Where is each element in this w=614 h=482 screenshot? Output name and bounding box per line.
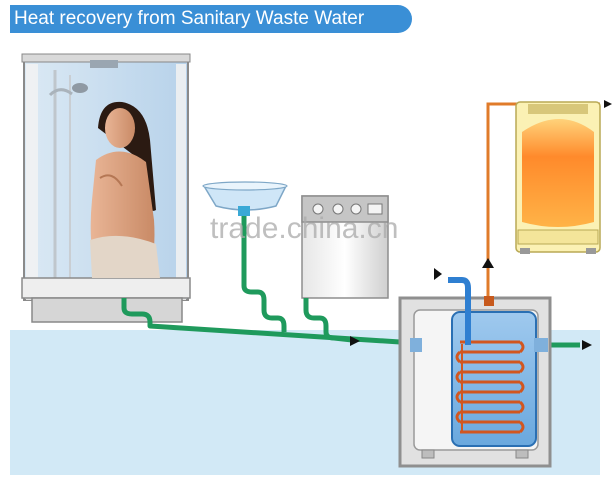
sink-icon bbox=[202, 181, 288, 216]
dishwasher-icon bbox=[301, 195, 389, 299]
page-title: Heat recovery from Sanitary Waste Water bbox=[14, 8, 365, 29]
title-banner bbox=[10, 5, 412, 33]
flow-arrow-icon bbox=[350, 100, 612, 350]
water-heater-icon bbox=[515, 101, 601, 254]
heat-exchanger-tank-icon bbox=[398, 296, 552, 468]
shower-cabin-icon bbox=[21, 53, 191, 323]
woman-showering-icon bbox=[90, 101, 160, 278]
hot-pipe-fitting bbox=[484, 296, 494, 306]
watermark-text: trade.china.cn bbox=[210, 212, 399, 245]
cold-inlet-pipe bbox=[448, 277, 471, 345]
